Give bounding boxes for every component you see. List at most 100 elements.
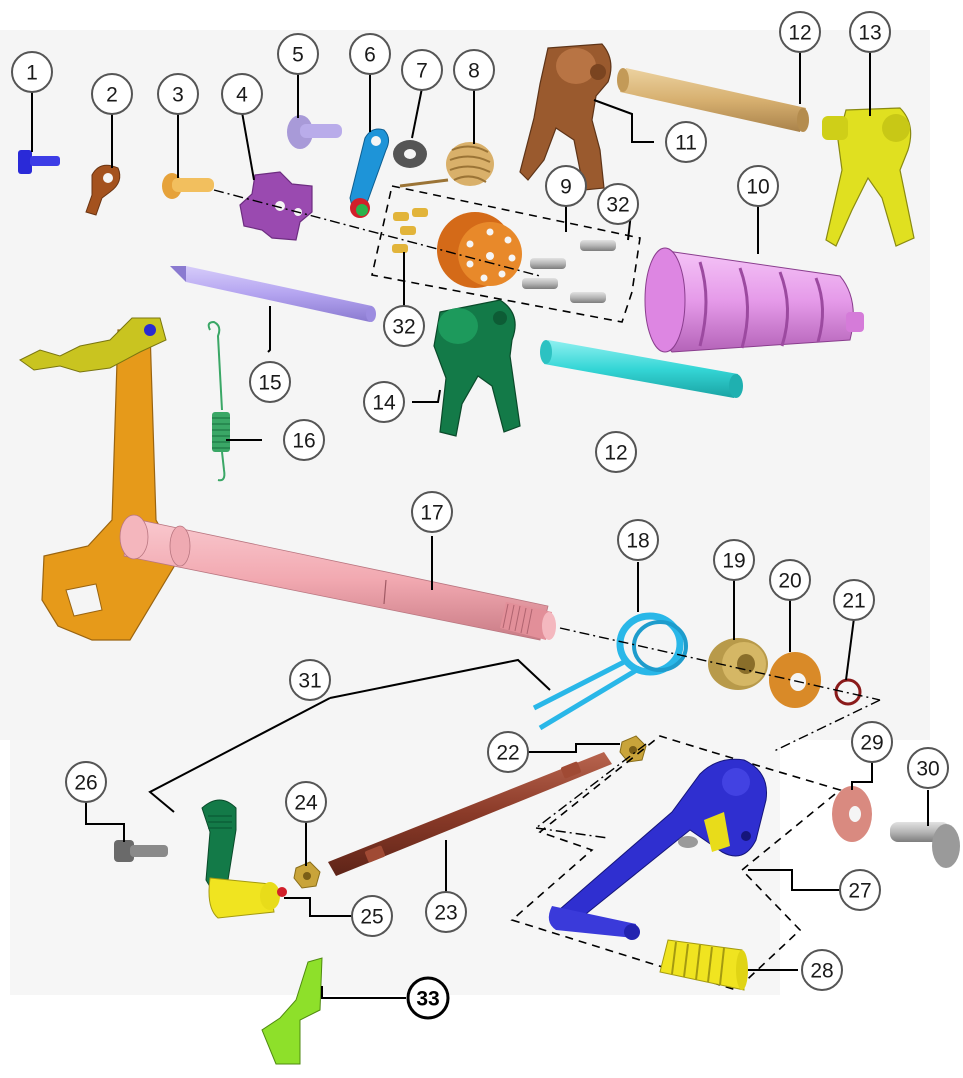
callout-15: 15 xyxy=(249,361,291,403)
callout-circle xyxy=(839,869,881,911)
callout-number: 31 xyxy=(298,670,321,693)
callout-21: 21 xyxy=(833,579,875,621)
callout-1: 1 xyxy=(11,51,53,93)
callout-circle xyxy=(157,73,199,115)
callout-number: 14 xyxy=(372,392,396,415)
part-3-pin xyxy=(162,173,214,199)
callout-number: 2 xyxy=(106,84,118,107)
callout-10: 10 xyxy=(737,165,779,207)
part-26-bolt xyxy=(114,840,168,862)
callout-7: 7 xyxy=(401,49,443,91)
part-6-arm xyxy=(349,128,390,218)
callout-number: 17 xyxy=(420,502,443,525)
callout-number: 30 xyxy=(916,758,939,781)
part-12-shift-rod-upper xyxy=(617,68,809,132)
callout-31: 31 xyxy=(289,659,331,701)
part-15-shaft xyxy=(170,266,376,322)
callout-19: 19 xyxy=(713,539,755,581)
part-21-circlip xyxy=(834,678,862,706)
callout-circle xyxy=(833,579,875,621)
callout-circle xyxy=(665,121,707,163)
callout-12: 12 xyxy=(595,431,637,473)
callout-circle xyxy=(351,895,393,937)
callout-20: 20 xyxy=(769,559,811,601)
callout-number: 7 xyxy=(416,60,428,83)
callout-14: 14 xyxy=(363,381,405,423)
callout-18: 18 xyxy=(617,519,659,561)
callout-5: 5 xyxy=(277,33,319,75)
callout-circle xyxy=(91,73,133,115)
callout-25: 25 xyxy=(351,895,393,937)
callout-9: 9 xyxy=(545,165,587,207)
callout-23: 23 xyxy=(425,891,467,933)
part-5-pin xyxy=(287,115,342,149)
callout-circle xyxy=(221,73,263,115)
part-10-shift-drum xyxy=(644,247,864,353)
center-lines xyxy=(213,189,881,839)
part-2-lock-tab xyxy=(85,164,121,216)
callout-circle xyxy=(283,419,325,461)
part-14-shift-fork xyxy=(433,299,521,437)
callout-30: 30 xyxy=(907,747,949,789)
parts xyxy=(18,43,960,1065)
callout-number: 8 xyxy=(468,60,480,83)
callout-number: 13 xyxy=(858,22,881,45)
part-9-drum-plate-group xyxy=(371,185,641,323)
callout-circle xyxy=(779,11,821,53)
callout-circle xyxy=(349,33,391,75)
callout-3: 3 xyxy=(157,73,199,115)
part-7-washer xyxy=(393,140,427,168)
callout-circle xyxy=(545,165,587,207)
callout-circle xyxy=(289,659,331,701)
part-19-bushing xyxy=(708,638,768,690)
callout-number: 9 xyxy=(560,176,572,199)
callout-circle xyxy=(595,431,637,473)
callout-24: 24 xyxy=(285,781,327,823)
part-16-return-spring xyxy=(207,320,230,482)
callout-circle xyxy=(907,747,949,789)
callout-number: 26 xyxy=(74,772,97,795)
callout-circle xyxy=(849,11,891,53)
callout-26: 26 xyxy=(65,761,107,803)
callout-number: 21 xyxy=(842,590,865,613)
callout-number: 6 xyxy=(364,44,376,67)
part-20-washer xyxy=(769,652,821,708)
callout-circle xyxy=(769,559,811,601)
callout-number: 11 xyxy=(675,132,697,155)
callout-11: 11 xyxy=(665,121,707,163)
part-30-pivot-bolt xyxy=(890,822,960,868)
part-29-washer xyxy=(832,786,872,842)
part-28-pedal-rubber xyxy=(659,939,748,991)
part-25-gearshift-lever xyxy=(201,799,287,919)
part-11-shift-fork xyxy=(519,43,612,191)
callout-circle xyxy=(801,949,843,991)
callout-16: 16 xyxy=(283,419,325,461)
callout-28: 28 xyxy=(801,949,843,991)
callout-circle xyxy=(277,33,319,75)
callout-circle xyxy=(363,381,405,423)
part-27-shift-pedal xyxy=(510,735,842,991)
part-8-spring xyxy=(399,142,494,188)
callout-circle xyxy=(249,361,291,403)
callout-circle xyxy=(487,731,529,773)
callout-number: 20 xyxy=(778,570,801,593)
callout-number: 27 xyxy=(848,880,871,903)
callout-32: 32 xyxy=(383,305,425,347)
part-24-nut xyxy=(293,861,321,889)
callout-number: 22 xyxy=(496,742,519,765)
callout-12: 12 xyxy=(779,11,821,53)
callout-circle xyxy=(401,49,443,91)
part-12-shift-rod-lower xyxy=(540,340,743,398)
callout-number: 12 xyxy=(788,22,811,45)
callout-circle xyxy=(737,165,779,207)
callout-number: 32 xyxy=(606,194,629,217)
callout-number: 3 xyxy=(172,84,184,107)
callout-number: 10 xyxy=(746,176,769,199)
callout-number: 32 xyxy=(392,316,415,339)
callout-number: 24 xyxy=(294,792,318,815)
callout-27: 27 xyxy=(839,869,881,911)
callout-circle xyxy=(597,183,639,225)
callout-29: 29 xyxy=(851,721,893,763)
callout-number: 18 xyxy=(626,530,649,553)
